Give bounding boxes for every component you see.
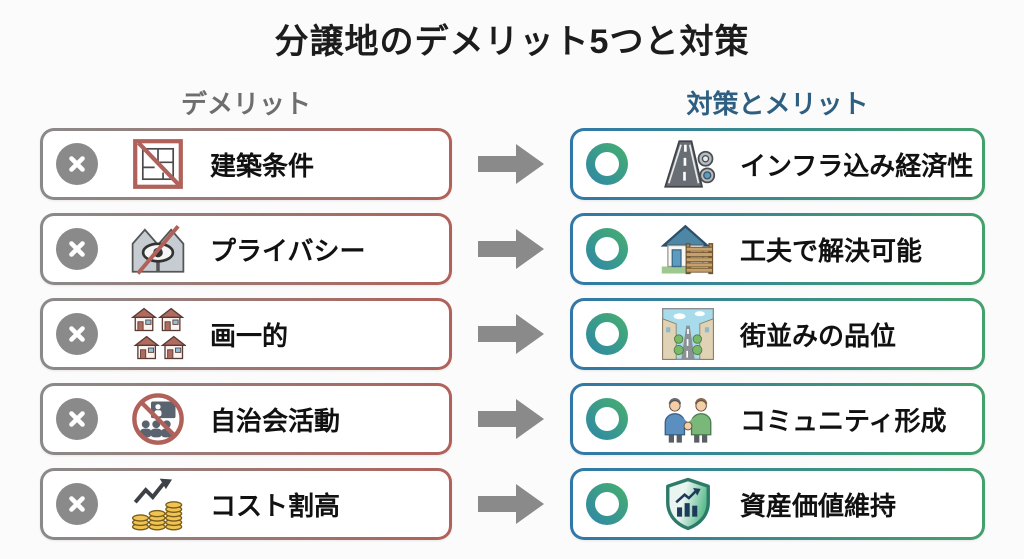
merit-card-solvable-with-ingenuity: 工夫で解決可能 <box>570 213 985 285</box>
road-pipes-icon <box>654 133 722 195</box>
demerit-label: 建築条件 <box>210 150 315 181</box>
demerit-card-building-conditions: 建築条件 <box>40 128 452 200</box>
merit-label: 資産価値維持 <box>740 490 897 521</box>
merit-card-infrastructure-economy: インフラ込み経済性 <box>570 128 985 200</box>
demerit-card-neighborhood-association: 自治会活動 <box>40 383 452 455</box>
x-mark-icon <box>56 483 98 525</box>
merit-card-community-building: コミュニティ形成 <box>570 383 985 455</box>
townscape-icon <box>654 303 722 365</box>
o-mark-icon <box>586 143 628 185</box>
demerit-label: コスト割高 <box>210 490 341 521</box>
row-neighborhood-association: 自治会活動 <box>0 383 1024 455</box>
demerit-label: 自治会活動 <box>210 405 341 436</box>
arrow-right-icon <box>478 397 544 441</box>
privacy-prohibited-icon <box>124 218 192 280</box>
row-privacy: プライバシー <box>0 213 1024 285</box>
rising-cost-coins-icon <box>124 473 192 535</box>
handshake-icon <box>654 388 722 450</box>
floorplan-prohibited-icon <box>124 133 192 195</box>
demerit-label: プライバシー <box>210 235 366 266</box>
x-mark-icon <box>56 313 98 355</box>
o-mark-icon <box>586 313 628 355</box>
arrow-right-icon <box>478 482 544 526</box>
arrow-right-icon <box>478 312 544 356</box>
house-fence-icon <box>654 218 722 280</box>
no-association-icon <box>124 388 192 450</box>
demerit-card-high-cost: コスト割高 <box>40 468 452 540</box>
merit-label: コミュニティ形成 <box>740 405 947 436</box>
arrow-right-icon <box>478 227 544 271</box>
demerit-label: 画一的 <box>210 320 289 351</box>
x-mark-icon <box>56 228 98 270</box>
merit-label: インフラ込み経済性 <box>740 150 974 181</box>
o-mark-icon <box>586 483 628 525</box>
x-mark-icon <box>56 143 98 185</box>
demerit-card-privacy: プライバシー <box>40 213 452 285</box>
row-high-cost: コスト割高 <box>0 468 1024 540</box>
o-mark-icon <box>586 228 628 270</box>
merit-label: 街並みの品位 <box>740 320 897 351</box>
x-mark-icon <box>56 398 98 440</box>
shield-growth-icon <box>654 473 722 535</box>
arrow-right-icon <box>478 142 544 186</box>
row-building-conditions: 建築条件 <box>0 128 1024 200</box>
demerit-column-header: デメリット <box>180 89 311 119</box>
demerit-card-uniformity: 画一的 <box>40 298 452 370</box>
uniform-houses-icon <box>124 303 192 365</box>
merit-label: 工夫で解決可能 <box>740 235 923 266</box>
rows-container: 建築条件 <box>0 128 1024 540</box>
row-uniformity: 画一的 <box>0 298 1024 370</box>
o-mark-icon <box>586 398 628 440</box>
merit-card-townscape-quality: 街並みの品位 <box>570 298 985 370</box>
merit-card-asset-value-retention: 資産価値維持 <box>570 468 985 540</box>
page-title: 分譲地のデメリット5つと対策 <box>274 23 750 61</box>
merit-column-header: 対策とメリット <box>686 89 869 119</box>
